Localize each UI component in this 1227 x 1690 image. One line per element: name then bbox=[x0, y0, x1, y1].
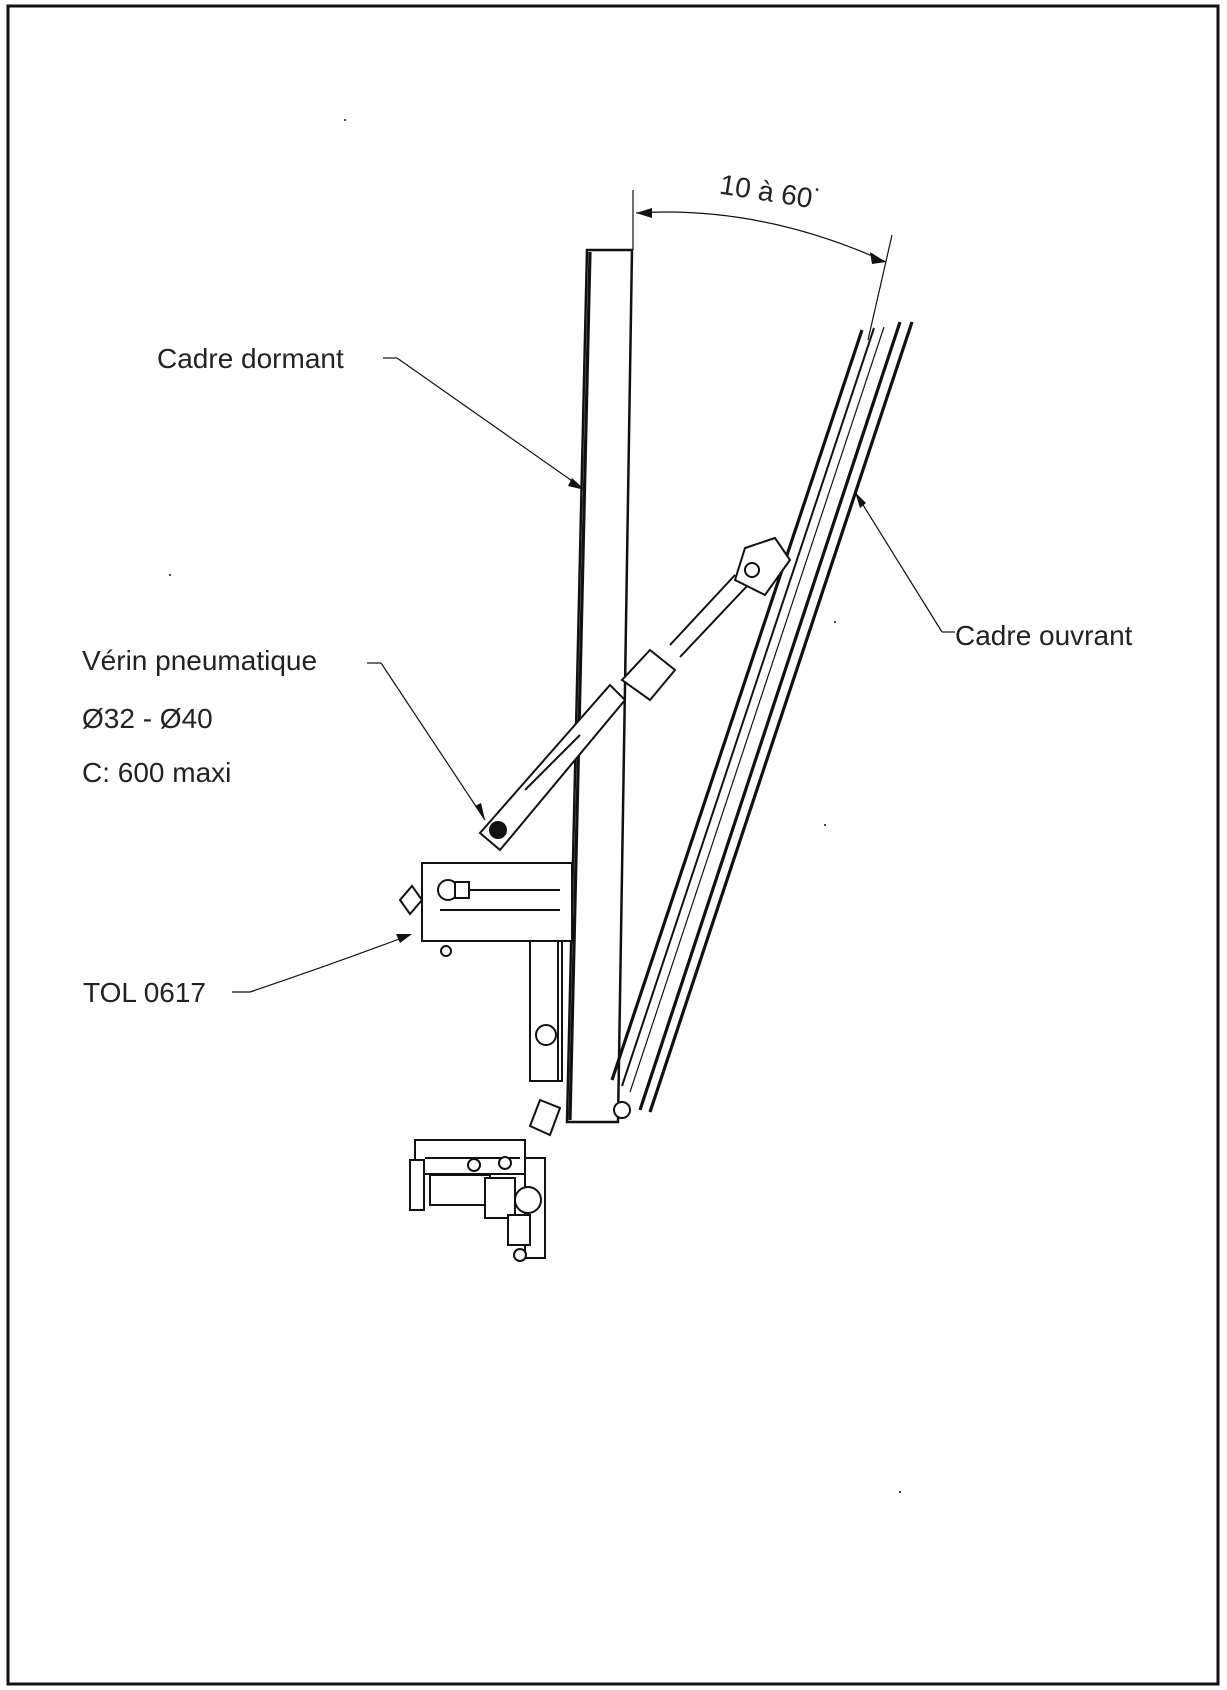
scan-specks bbox=[169, 119, 901, 1493]
label-cylinder: Vérin pneumatique Ø32 - Ø40 C: 600 maxi bbox=[82, 645, 486, 821]
bracket bbox=[398, 862, 573, 1082]
label-part-ref: TOL 0617 bbox=[83, 934, 412, 1008]
cylinder-stroke-label: C: 600 maxi bbox=[82, 757, 231, 788]
opening-frame-label: Cadre ouvrant bbox=[955, 620, 1133, 651]
sheet-border bbox=[6, 4, 1220, 1686]
label-fixed-frame: Cadre dormant bbox=[157, 343, 586, 491]
angle-label: 10 à 60˙ bbox=[718, 169, 824, 216]
label-opening-frame: Cadre ouvrant bbox=[854, 491, 1133, 651]
fixed-frame-label: Cadre dormant bbox=[157, 343, 344, 374]
fixed-frame bbox=[565, 248, 634, 1124]
cylinder-diameter-label: Ø32 - Ø40 bbox=[82, 703, 213, 734]
angle-dimension: 10 à 60˙ bbox=[632, 169, 893, 341]
pneumatic-cylinder bbox=[478, 536, 792, 852]
cylinder-title-label: Vérin pneumatique bbox=[82, 645, 317, 676]
opening-frame bbox=[610, 321, 914, 1119]
valve-assembly bbox=[409, 1098, 562, 1262]
part-ref-label: TOL 0617 bbox=[83, 977, 206, 1008]
